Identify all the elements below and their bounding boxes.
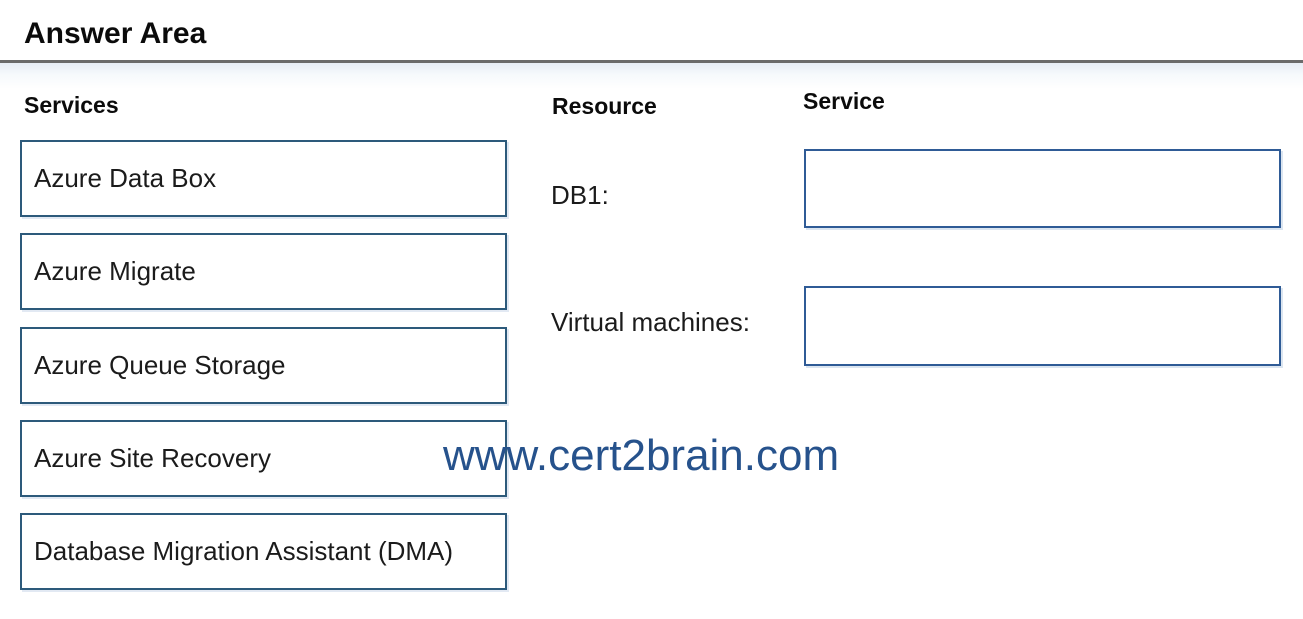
services-column-header: Services — [24, 92, 119, 118]
service-option-label: Azure Data Box — [34, 163, 217, 193]
service-option-label: Azure Queue Storage — [34, 350, 286, 380]
header-divider — [0, 60, 1303, 63]
service-option-label: Azure Site Recovery — [34, 443, 271, 473]
header-divider-glow — [0, 63, 1303, 89]
service-option-label: Azure Migrate — [34, 256, 196, 286]
resource-label-db1: DB1: — [551, 180, 609, 210]
service-option-azure-queue-storage[interactable]: Azure Queue Storage — [20, 327, 507, 404]
service-option-azure-data-box[interactable]: Azure Data Box — [20, 140, 507, 217]
resource-label-virtual-machines: Virtual machines: — [551, 307, 750, 337]
service-option-database-migration-assistant[interactable]: Database Migration Assistant (DMA) — [20, 513, 507, 590]
service-option-label: Database Migration Assistant (DMA) — [34, 536, 454, 566]
service-drop-target-virtual-machines[interactable] — [804, 286, 1281, 366]
resource-column-header: Resource — [552, 93, 657, 119]
service-option-azure-site-recovery[interactable]: Azure Site Recovery — [20, 420, 507, 497]
page-title: Answer Area — [24, 17, 207, 50]
service-column-header: Service — [803, 88, 885, 114]
service-drop-target-db1[interactable] — [804, 149, 1281, 228]
service-option-azure-migrate[interactable]: Azure Migrate — [20, 233, 507, 310]
